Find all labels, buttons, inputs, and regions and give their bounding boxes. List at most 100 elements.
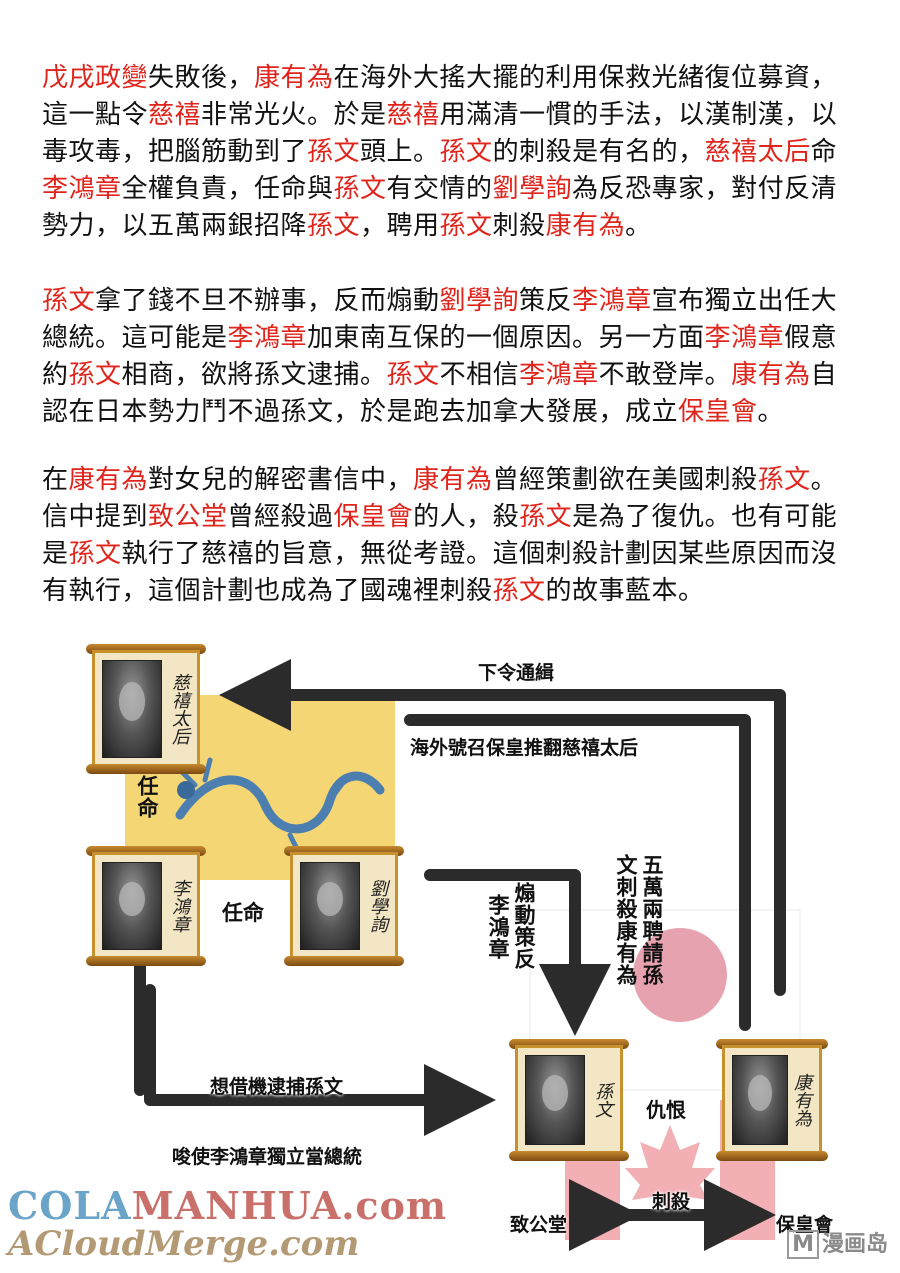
- text-run: 曾經策劃欲在美國刺殺: [492, 465, 758, 495]
- text-run: 不相信: [439, 360, 520, 390]
- text-run: 頭上。: [360, 137, 440, 167]
- text-run: 相商，欲將孫文逮捕。: [121, 360, 387, 390]
- japan-flag-sun: [633, 928, 727, 1022]
- highlighted-name: 孫文: [439, 211, 493, 241]
- highlighted-name: 孫文: [333, 174, 387, 204]
- watermark-colamanhua: COLAMANHUA.com: [8, 1183, 448, 1228]
- arrow-order-wanted: [219, 659, 786, 996]
- highlighted-name: 李鴻章: [704, 323, 785, 353]
- relationship-diagram: 慈禧太后 李鴻章 劉學詢 孫文 康有為 下令通緝 海外號召保皇推翻慈禧太后 任命…: [0, 620, 900, 1273]
- highlighted-name: 慈禧: [386, 100, 440, 130]
- highlighted-name: 致公堂: [148, 502, 228, 532]
- scroll-cixi: 慈禧太后: [86, 644, 206, 774]
- text-run: 的故事藍本。: [545, 576, 705, 606]
- text-run: 曾經殺過: [227, 502, 334, 532]
- text-run: 是為了復仇。也有可能是: [42, 502, 838, 569]
- label-incite-target: 李鴻章: [486, 894, 510, 960]
- scroll-kang-name: 康有為: [791, 1073, 812, 1127]
- text-run: ，聘用: [360, 211, 440, 241]
- text-run: 宣布獨立出任大總統。這可能是: [42, 286, 838, 353]
- text-run: 在海外大搖大擺的利用保救光緒復位募資，這一點令: [42, 63, 838, 130]
- watermark-acloudmerge: ACloudMerge.com: [8, 1224, 360, 1264]
- paragraph-2: 孫文拿了錢不旦不辦事，反而煽動劉學詢策反李鴻章宣布獨立出任大總統。這可能是李鴻章…: [42, 283, 862, 431]
- text-run: 用滿清一慣的手法，以漢制漢，以毒攻毒，把腦筋動到了: [42, 100, 838, 167]
- label-overseas-call: 海外號召保皇推翻慈禧太后: [410, 737, 639, 759]
- highlighted-name: 康有為: [413, 465, 493, 495]
- arrow-overseas-call: [404, 714, 751, 1031]
- text-run: 策反: [519, 286, 573, 316]
- text-run: 失敗後，: [148, 63, 255, 93]
- scroll-liu-name: 劉學詢: [367, 879, 388, 933]
- highlighted-name: 孫文: [42, 286, 96, 316]
- arrow-arrest-loop: [144, 984, 496, 1136]
- text-run: 假意約: [42, 323, 838, 390]
- paragraph-3: 在康有為對女兒的解密書信中，康有為曾經策劃欲在美國刺殺孫文。信中提到致公堂曾經殺…: [42, 462, 862, 610]
- text-run: 。: [625, 211, 652, 241]
- label-appoint-mid: 任命: [222, 901, 264, 925]
- highlighted-name: 慈禧: [148, 100, 202, 130]
- text-run: 刺殺: [492, 211, 546, 241]
- text-run: 在: [42, 465, 69, 495]
- highlighted-name: 孫文: [386, 360, 440, 390]
- dragon-head-icon: [177, 781, 195, 799]
- label-instigate: 唆使李鴻章獨立當總統: [172, 1146, 363, 1168]
- arrow-liu-to-sun: [424, 869, 611, 1036]
- scroll-sun-wen: 孫文: [509, 1039, 629, 1161]
- highlighted-name: 孫文: [757, 465, 811, 495]
- text-run: 有交情的: [386, 174, 493, 204]
- highlighted-name: 保皇會: [333, 502, 414, 532]
- highlighted-name: 保皇會: [678, 397, 758, 427]
- scroll-kang-youwei: 康有為: [716, 1039, 828, 1161]
- scroll-li-name: 李鴻章: [169, 879, 190, 933]
- highlighted-name: 戊戌政變: [42, 63, 149, 93]
- scroll-li-hongzhang: 李鴻章: [86, 846, 206, 966]
- text-run: 命: [810, 137, 838, 167]
- highlighted-name: 孫文: [68, 539, 122, 569]
- text-run: 加東南互保的一個原因。另一方面: [307, 323, 705, 353]
- portrait-sun-wen: [525, 1055, 585, 1145]
- label-assassinate: 刺殺: [652, 1191, 691, 1213]
- highlighted-name: 孫文: [439, 137, 493, 167]
- label-appoint-left: 任命: [135, 775, 159, 819]
- highlighted-name: 康有為: [254, 63, 334, 93]
- highlighted-name: 李鴻章: [519, 360, 599, 390]
- scroll-liu-xuexun: 劉學詢: [284, 846, 404, 966]
- text-run: 非常光火。於是: [201, 100, 387, 130]
- scroll-sun-name: 孫文: [592, 1082, 613, 1118]
- highlighted-name: 李鴻章: [572, 286, 652, 316]
- text-run: 拿了錢不旦不辦事，反而煽動: [95, 286, 440, 316]
- portrait-kang-youwei: [732, 1055, 788, 1145]
- text-run: 不敢登岸。: [598, 360, 732, 390]
- text-run: 全權負責，任命與: [121, 174, 334, 204]
- highlighted-name: 康有為: [545, 211, 626, 241]
- text-run: 對女兒的解密書信中，: [148, 465, 414, 495]
- label-arrest: 想借機逮捕孫文: [210, 1076, 344, 1098]
- highlighted-name: 李鴻章: [227, 323, 308, 353]
- portrait-liu-xuexun: [300, 862, 360, 950]
- label-hire-b: 文刺殺康有為: [614, 854, 638, 986]
- highlighted-name: 劉學詢: [492, 174, 573, 204]
- label-incite: 煽動策反: [512, 882, 536, 970]
- text-run: 為反恐專家，對付反清勢力，以五萬兩銀招降: [42, 174, 838, 241]
- highlighted-name: 孫文: [519, 502, 573, 532]
- text-run: 自認在日本勢力鬥不過孫文，於是跑去加拿大發展，成立: [42, 360, 838, 427]
- highlighted-name: 孫文: [492, 576, 546, 606]
- portrait-li-hongzhang: [102, 862, 162, 950]
- label-zhigongtang: 致公堂: [510, 1214, 568, 1236]
- highlighted-name: 李鴻章: [42, 174, 122, 204]
- text-run: 的刺殺是有名的，: [492, 137, 705, 167]
- text-run: 的人，殺: [413, 502, 520, 532]
- label-hire-a: 五萬兩聘請孫: [640, 854, 664, 986]
- highlighted-name: 康有為: [68, 465, 149, 495]
- highlighted-name: 孫文: [307, 211, 361, 241]
- text-run: 。信中提到: [42, 465, 838, 532]
- paragraph-1: 戊戌政變失敗後，康有為在海外大搖大擺的利用保救光緒復位募資，這一點令慈禧非常光火…: [42, 60, 862, 245]
- highlighted-name: 康有為: [731, 360, 811, 390]
- label-hatred: 仇恨: [646, 1098, 686, 1122]
- highlighted-name: 慈禧太后: [704, 137, 811, 167]
- portrait-cixi: [102, 660, 162, 758]
- scroll-cixi-name: 慈禧太后: [169, 673, 190, 745]
- dragon-icon: [175, 757, 385, 858]
- label-order-wanted: 下令通緝: [478, 662, 555, 684]
